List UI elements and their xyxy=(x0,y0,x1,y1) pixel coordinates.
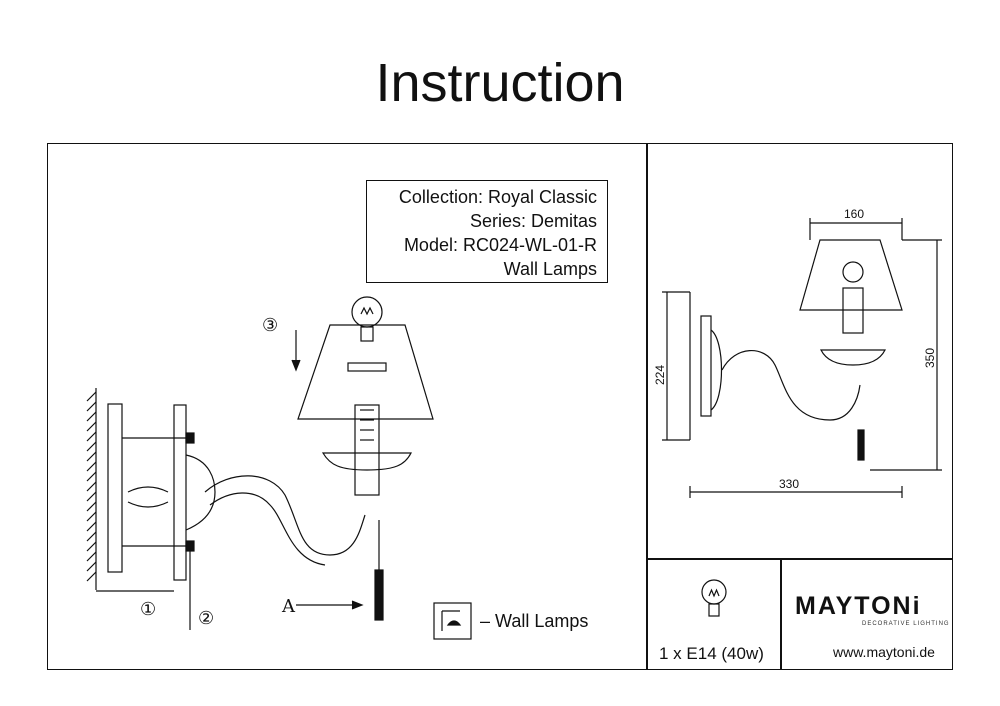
bulb-icon xyxy=(351,296,383,342)
product-info-box: Collection: Royal Classic Series: Demita… xyxy=(366,180,608,283)
frame-divider-h xyxy=(646,558,953,560)
collection-label: Collection: Royal Classic xyxy=(398,187,597,207)
instruction-frame xyxy=(47,143,953,670)
step-one: ① xyxy=(140,599,156,620)
brand-logo: MAYTONi xyxy=(795,592,922,620)
dim-total-height: 350 xyxy=(923,348,937,368)
dimension-diagram: 160 330 224 350 xyxy=(653,207,942,498)
page-title: Instruction xyxy=(375,53,625,113)
wall-lamp-icon xyxy=(433,602,472,640)
point-a: A xyxy=(281,596,296,617)
bulb-spec: 1 x E14 (40w) xyxy=(659,644,764,663)
frame-divider xyxy=(646,143,648,670)
lamp-arm xyxy=(204,475,366,556)
dim-depth: 330 xyxy=(779,477,799,491)
series-label: Series: Demitas xyxy=(469,211,597,231)
mounting-plate xyxy=(107,403,123,573)
model-label: Model: RC024-WL-01-R xyxy=(403,235,597,255)
lamp-socket xyxy=(354,404,380,496)
step-three: ③ xyxy=(262,315,278,336)
type-label: Wall Lamps xyxy=(503,259,597,279)
candle-cup xyxy=(321,452,412,471)
website-link[interactable]: www.maytoni.de xyxy=(833,644,935,660)
dim-shade-width: 160 xyxy=(844,207,864,221)
bulb-spec-icon xyxy=(701,579,727,617)
legend-label: – Wall Lamps xyxy=(480,611,589,631)
bracket xyxy=(185,454,216,531)
wall-hatch xyxy=(86,388,97,590)
lamp-shade xyxy=(297,324,434,420)
tassel xyxy=(374,569,384,621)
base-plate xyxy=(173,404,187,581)
frame-divider-bulb xyxy=(780,558,782,670)
step-two: ② xyxy=(198,608,214,629)
dim-wall-height: 224 xyxy=(653,365,667,385)
brand-tagline: DECORATIVE LIGHTING xyxy=(862,621,950,627)
